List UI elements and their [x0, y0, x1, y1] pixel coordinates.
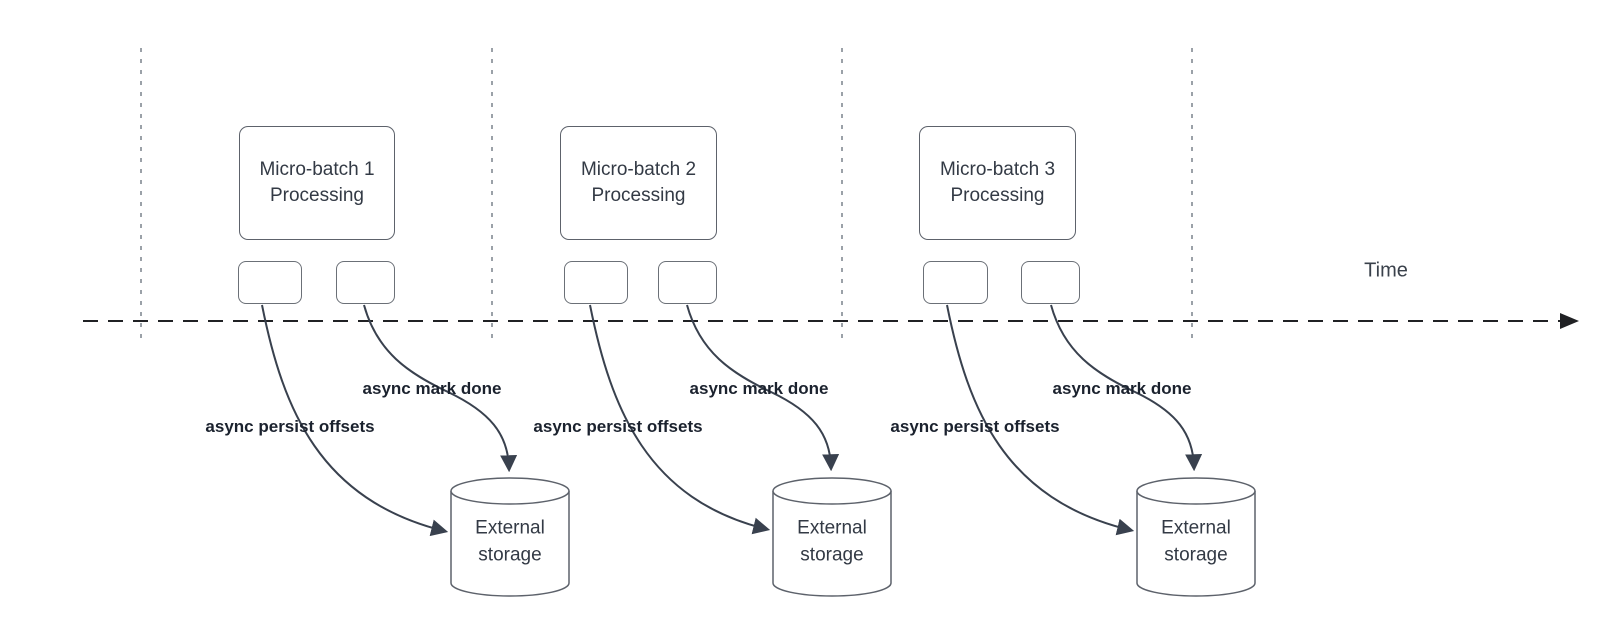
micro-batch-2-box: Micro-batch 2 Processing [560, 126, 717, 240]
persist-offsets-label-1: async persist offsets [205, 417, 375, 436]
persist-offsets-arrow-1 [261, 304, 449, 537]
micro-batch-3-box: Micro-batch 3 Processing [919, 126, 1076, 240]
mark-done-arrow-3 [1050, 304, 1203, 472]
external-storage-cylinder-1 [450, 477, 570, 597]
mark-done-arrow-1 [363, 304, 518, 473]
time-axis-label: Time [1364, 259, 1408, 282]
batch-2-offset-node [564, 261, 628, 304]
persist-offsets-arrow-3 [946, 304, 1135, 536]
persist-offsets-label-3: async persist offsets [890, 417, 1060, 436]
persist-offsets-arrow-2 [589, 304, 771, 535]
batch-2-markdone-node [658, 261, 717, 304]
micro-batch-1-box: Micro-batch 1 Processing [239, 126, 395, 240]
time-axis-arrowhead-icon [1560, 313, 1579, 329]
external-storage-label-1: External storage [475, 517, 545, 565]
external-storage-cylinder-3 [1136, 477, 1256, 597]
batch-1-offset-node [238, 261, 302, 304]
persist-offsets-label-2: async persist offsets [533, 417, 703, 436]
batch-3-offset-node [923, 261, 988, 304]
batch-1-markdone-node [336, 261, 395, 304]
external-storage-label-2: External storage [797, 517, 867, 565]
external-storage-cylinder-2 [772, 477, 892, 597]
mark-done-label-1: async mark done [362, 379, 502, 398]
mark-done-label-2: async mark done [689, 379, 829, 398]
batch-3-markdone-node [1021, 261, 1080, 304]
mark-done-arrow-2 [686, 304, 840, 472]
external-storage-label-3: External storage [1161, 517, 1231, 565]
mark-done-label-3: async mark done [1052, 379, 1192, 398]
